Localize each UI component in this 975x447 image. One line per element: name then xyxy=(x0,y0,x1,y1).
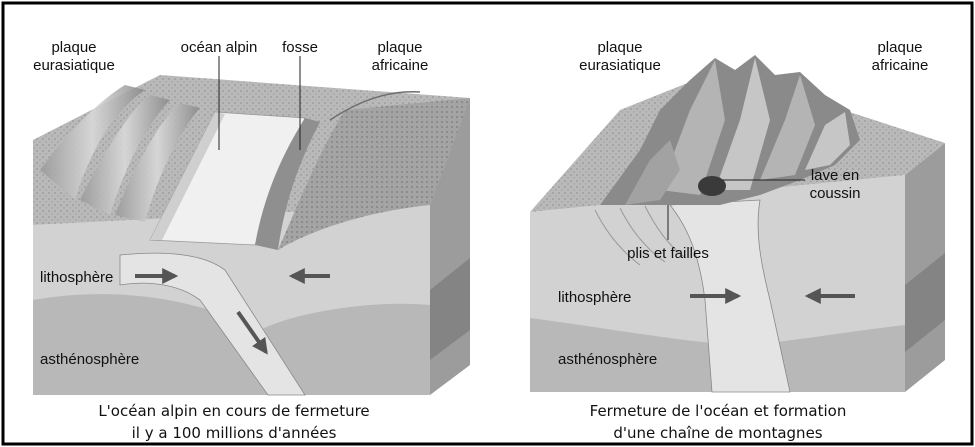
right-block-diagram: plaque eurasiatique plaque africaine lav… xyxy=(530,39,945,442)
right-label-asthenosphere: asthénosphère xyxy=(558,351,657,368)
right-label-lave-1: lave en xyxy=(811,167,859,184)
right-label-plaque-africaine-1: plaque xyxy=(877,39,922,56)
left-caption-line1: L'océan alpin en cours de fermeture xyxy=(98,402,369,420)
right-pillow-lava xyxy=(698,176,726,196)
left-label-lithosphere: lithosphère xyxy=(40,269,113,286)
left-label-plaque-africaine-1: plaque xyxy=(377,39,422,56)
right-caption-line2: d'une chaîne de montagnes xyxy=(613,424,822,442)
left-label-fosse: fosse xyxy=(282,39,318,56)
left-label-plaque-africaine-2: africaine xyxy=(372,57,429,74)
left-label-ocean-alpin: océan alpin xyxy=(181,39,258,56)
right-label-lithosphere: lithosphère xyxy=(558,289,631,306)
right-label-lave-2: coussin xyxy=(810,185,861,202)
left-label-plaque-eurasiatique-1: plaque xyxy=(51,39,96,56)
left-label-plaque-eurasiatique-2: eurasiatique xyxy=(33,57,115,74)
right-label-plaque-eurasiatique-1: plaque xyxy=(597,39,642,56)
right-label-plis-et-failles: plis et failles xyxy=(627,245,709,262)
left-block-diagram: plaque eurasiatique océan alpin fosse pl… xyxy=(33,39,470,442)
left-label-asthenosphere: asthénosphère xyxy=(40,351,139,368)
right-caption-line1: Fermeture de l'océan et formation xyxy=(590,402,847,420)
right-label-plaque-africaine-2: africaine xyxy=(872,57,929,74)
left-caption-line2: il y a 100 millions d'années xyxy=(132,424,337,442)
right-label-plaque-eurasiatique-2: eurasiatique xyxy=(579,57,661,74)
